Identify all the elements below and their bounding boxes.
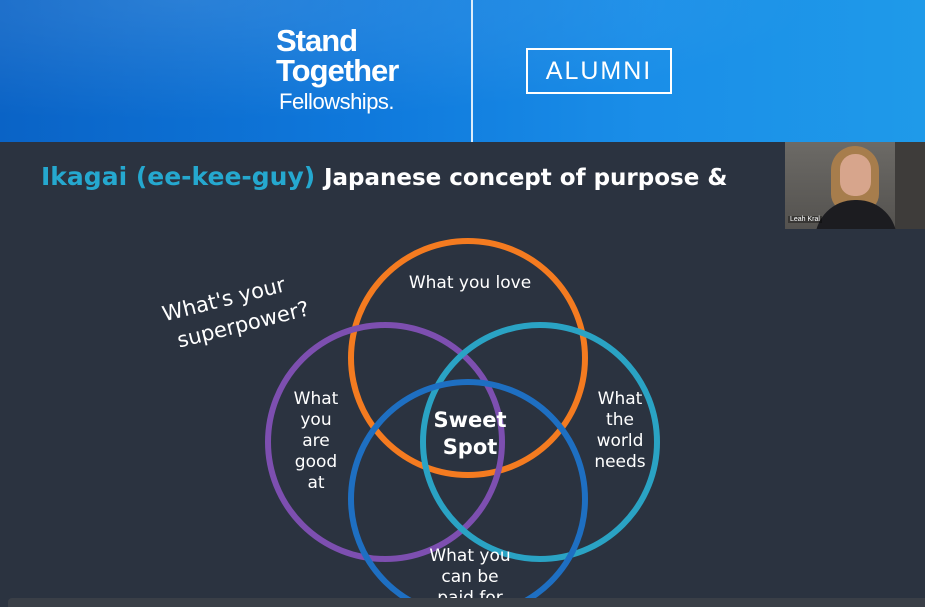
participant-video-tile[interactable]: Leah Kral [785,142,925,229]
logo-line-fellowships: Fellowships. [279,89,395,114]
alumni-badge-text: ALUMNI [545,56,653,85]
logo-line-stand: Stand [276,23,358,58]
label-world-line-4: needs [594,452,645,472]
circle-what-you-can-be-paid-for [348,379,588,607]
bottom-toolbar-edge [8,598,925,607]
header-banner: Stand Together Fellowships. ALUMNI [0,0,925,142]
label-good-line-2: you [300,410,331,430]
label-good-line-4: good [295,452,337,472]
banner-sheen [0,0,925,142]
stand-together-logo: Stand Together [276,23,399,88]
logo-line-together: Together [276,53,399,88]
banner-divider [471,0,473,142]
label-world-line-1: What [598,389,643,409]
label-paid-line-1: What you [429,546,510,566]
participant-name-label: Leah Kral [788,216,822,223]
ikigai-venn-diagram: What's your superpower? What you love Wh… [160,238,660,607]
circle-what-you-are-good-at [265,322,505,562]
circle-what-you-love [348,238,588,478]
superpower-callout: What's your superpower? [160,272,312,352]
video-background [895,142,925,229]
label-sweet-spot-line-2: Spot [443,435,498,459]
slide-title-accent: Ikagai (ee-kee-guy) [41,162,316,191]
label-what-you-love: What you love [409,273,531,293]
slide-title-rest: Japanese concept of purpose & [323,165,728,191]
participant-face [840,154,871,196]
label-good-line-5: at [307,473,324,493]
label-good-line-3: are [302,431,330,451]
participant-shoulders [815,200,897,229]
label-world-line-3: world [597,431,644,451]
label-world-line-2: the [606,410,634,430]
label-sweet-spot-line-1: Sweet [433,408,506,432]
label-paid-line-2: can be [441,567,498,587]
alumni-badge: ALUMNI [526,48,672,94]
circle-what-the-world-needs [420,322,660,562]
label-good-line-1: What [294,389,339,409]
slide-title: Ikagai (ee-kee-guy) Japanese concept of … [41,162,727,191]
